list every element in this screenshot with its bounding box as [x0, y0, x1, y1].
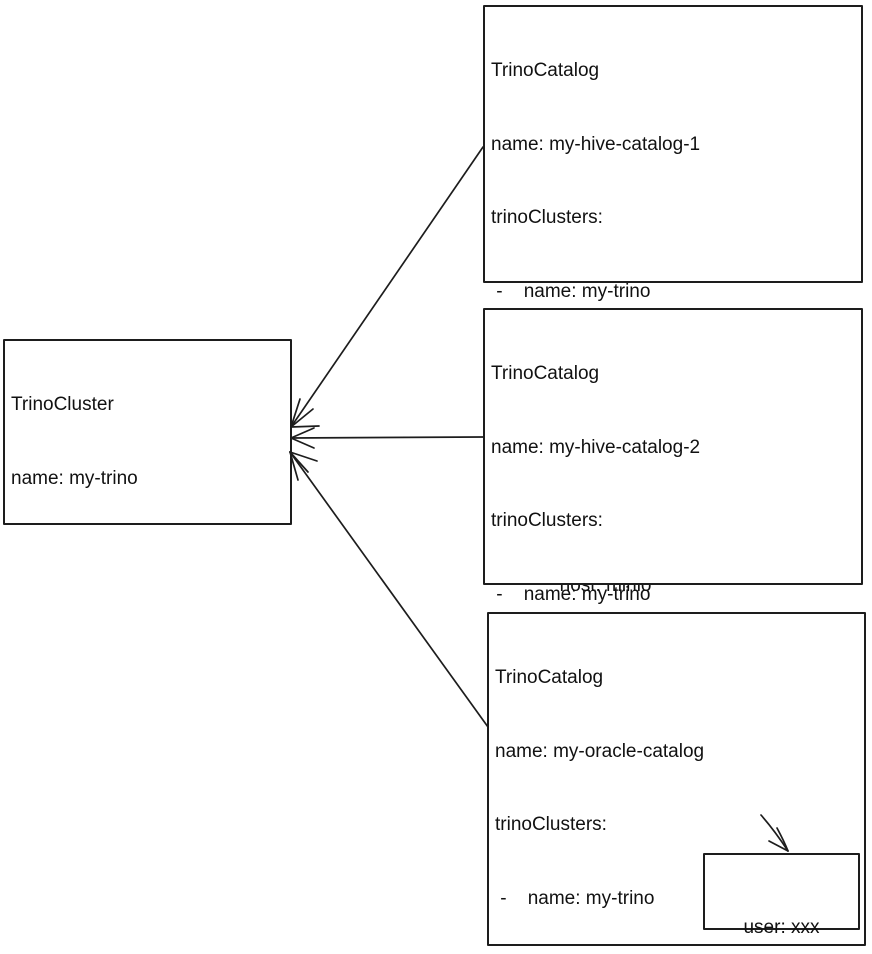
connector-line — [289, 451, 489, 728]
arrowhead-stroke — [290, 437, 315, 449]
connector-catalog2-to-cluster — [290, 427, 484, 449]
arrowhead-stroke — [290, 408, 314, 428]
trino-catalog-2-node: TrinoCatalog name: my-hive-catalog-2 tri… — [483, 308, 863, 899]
arrowhead-stroke — [290, 398, 301, 428]
arrowhead-stroke — [289, 451, 309, 473]
text-line: TrinoCatalog — [491, 363, 600, 384]
connector-line — [290, 146, 484, 428]
trino-catalog-1-node: TrinoCatalog name: my-hive-catalog-1 tri… — [483, 5, 863, 669]
text-line: name: my-oracle-catalog — [495, 740, 705, 762]
connector-catalog1-to-cluster — [290, 146, 484, 428]
node-text: user: xxx password: xxx — [705, 855, 858, 954]
text-line: trinoClusters: — [491, 207, 603, 228]
text-line: user: xxx — [743, 917, 820, 938]
text-line: trinoClusters: — [495, 814, 607, 835]
text-line: TrinoCatalog — [495, 667, 604, 688]
arrowhead-stroke — [290, 427, 315, 439]
credentials-secret-node: user: xxx password: xxx — [703, 853, 860, 938]
text-line: - name: my-trino — [495, 887, 655, 909]
arrowhead-stroke — [289, 451, 318, 462]
text-line: trinoClusters: — [491, 510, 603, 531]
trino-cluster-node: TrinoCluster name: my-trino — [3, 339, 292, 525]
connector-catalog3-to-cluster — [289, 451, 489, 728]
arrowhead-stroke — [290, 425, 320, 428]
text-line: name: my-trino — [11, 467, 138, 489]
text-line: name: my-hive-catalog-2 — [491, 436, 701, 458]
connector-line — [290, 436, 484, 439]
node-text: TrinoCatalog name: my-oracle-catalog tri… — [489, 614, 864, 954]
text-line: - name: my-trino — [491, 583, 651, 605]
text-line: TrinoCluster — [11, 394, 114, 415]
node-text: TrinoCluster name: my-trino — [5, 341, 290, 543]
text-line: TrinoCatalog — [491, 60, 600, 81]
text-line: - name: my-trino — [491, 280, 651, 302]
text-line: name: my-hive-catalog-1 — [491, 133, 701, 155]
